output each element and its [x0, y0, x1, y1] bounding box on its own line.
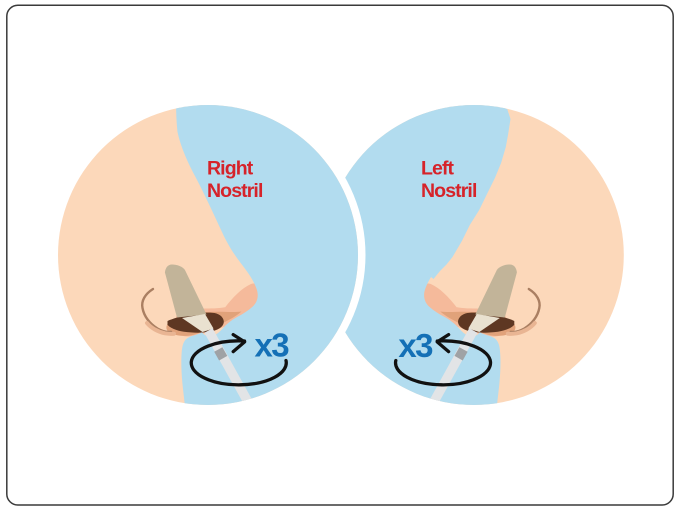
svg-text:Nostril: Nostril — [207, 180, 263, 202]
svg-text:Left: Left — [421, 158, 455, 180]
svg-text:Right: Right — [207, 158, 254, 180]
svg-text:Nostril: Nostril — [421, 180, 477, 202]
svg-text:x3: x3 — [398, 327, 433, 364]
svg-text:x3: x3 — [255, 327, 290, 364]
